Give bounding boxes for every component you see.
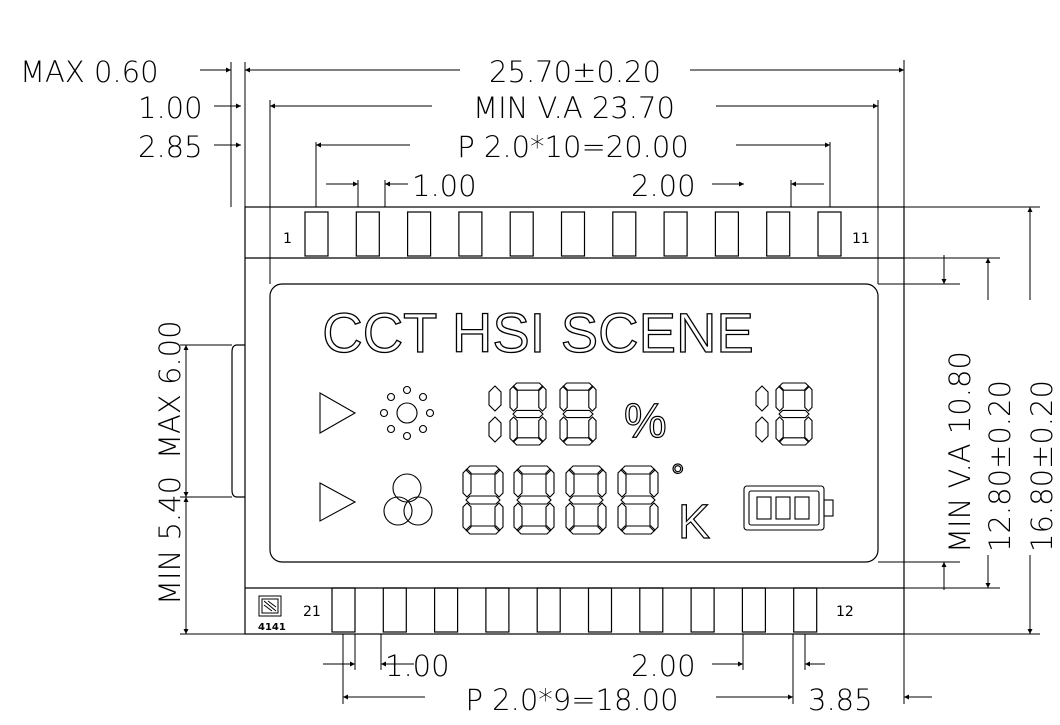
kelvin-symbol: K [678,496,710,549]
logo-code: 4141 [258,622,286,633]
dim-max-060: MAX 0.60 [20,55,159,89]
pin-number-bottom-last: 12 [836,604,854,620]
seven-segment-digit [775,382,813,446]
dim-height-1680: 16.80±0.20 [1025,380,1059,552]
bottom-pin [690,587,715,633]
dim-overall-width: 25.70±0.20 [489,55,661,89]
bottom-pin [382,587,407,633]
bottom-pin [331,587,356,633]
dim-pitch-bottom: P 2.0*9=18.00 [465,683,678,717]
bottom-pin [485,587,510,633]
dimension-lines-right [878,206,1040,635]
top-pin [714,211,740,257]
dim-100: 1.00 [138,91,203,125]
bottom-pins [331,587,818,633]
dim-top-pin-offset: 2.00 [631,169,696,203]
dim-max-600-label: MAX 6.00 [153,320,187,459]
play-arrow-icon [319,392,357,434]
dim-pitch-top: P 2.0*10=20.00 [457,130,689,164]
scene-digits [755,382,813,446]
degree-symbol: ° [671,458,685,496]
dim-bottom-pin-offset: 2.00 [631,649,696,683]
seven-segment-one [755,385,769,443]
dim-385: 3.85 [808,683,873,717]
dimension-lines-bottom [323,634,932,704]
seven-segment-digit [513,465,555,535]
panel-outline [231,206,905,635]
top-pin [509,211,534,257]
brightness-digits [488,382,597,446]
dim-height-1280: 12.80±0.20 [983,380,1017,552]
top-pin [663,211,688,257]
bottom-pin [741,587,767,633]
color-mix-icon [383,473,433,526]
cct-digits [462,465,659,535]
top-pin [458,211,483,257]
play-arrow-icon [319,482,357,522]
top-pin [407,211,432,257]
seven-segment-digit [617,465,659,535]
top-pin [612,211,637,257]
top-pin [766,211,791,257]
pin-number-top-first: 1 [283,231,292,247]
percent-symbol: % [624,395,667,448]
dim-min-540-label: MIN 5.40 [153,476,187,605]
mode-label: CCT HSI SCENE [322,301,753,364]
seven-segment-digit [559,382,597,446]
top-pin [817,211,842,257]
seven-segment-digit [462,465,504,535]
bottom-pin [536,587,561,633]
bottom-pin [587,587,613,633]
bottom-pin [793,587,818,633]
bottom-pin [434,587,459,633]
battery-icon [743,485,834,531]
top-pin [355,211,380,257]
dimension-lines-top [200,60,905,284]
seven-segment-digit [565,465,607,535]
pin-number-bottom-first: 21 [303,604,321,620]
top-pin [304,211,329,257]
dim-va-height: MIN V.A 10.80 [943,351,977,553]
manufacturer-logo: 4141 [258,595,286,633]
dimension-lines-left [180,344,245,635]
bottom-pin [639,587,664,633]
dim-va-width: MIN V.A 23.70 [473,91,675,125]
seven-segment-digit [509,382,547,446]
pin-number-top-last: 11 [852,231,870,247]
top-pins [304,211,842,257]
dim-top-pin-width: 1.00 [412,169,477,203]
dim-285: 2.85 [138,130,203,164]
viewing-area [269,283,879,563]
dim-bottom-pin-width: 1.00 [385,649,450,683]
sun-icon [379,385,435,441]
top-pin [560,211,586,257]
seven-segment-one [488,385,502,443]
